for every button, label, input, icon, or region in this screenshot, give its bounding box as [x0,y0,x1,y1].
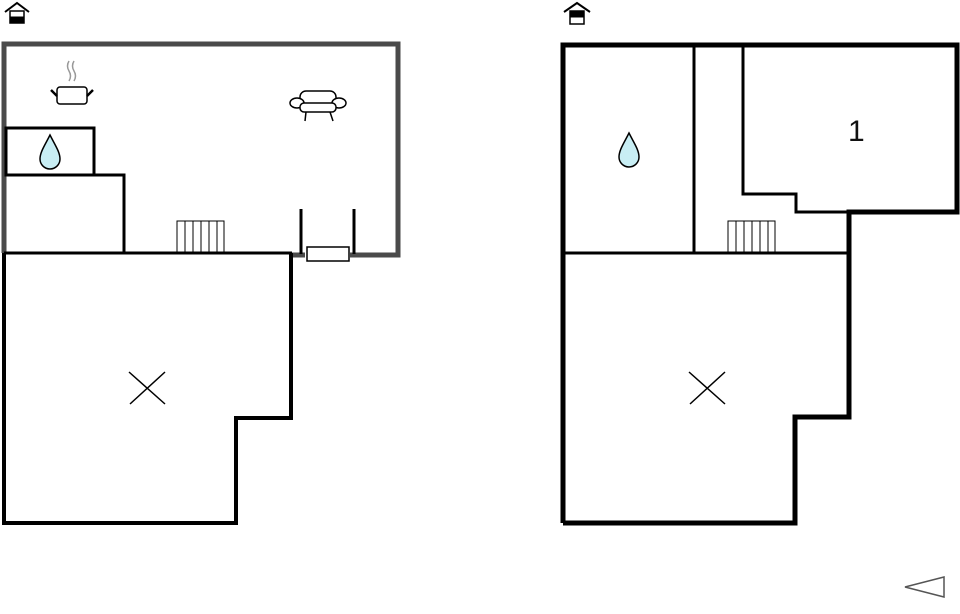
utility-walls [6,173,126,253]
cooking-pot-icon [50,60,94,105]
water-drop-icon [39,133,61,170]
lower-room-walls [2,253,293,525]
bedroom-1-walls [741,45,849,214]
first-floor-plan: 1 [560,1,960,526]
x-mark-icon [128,371,166,405]
ground-floor-plan [1,1,401,525]
outer-wall [560,42,960,526]
house-ground-floor-icon [4,1,30,24]
x-mark-icon [688,371,726,405]
water-drop-icon [618,131,640,168]
outer-wall-grey [1,41,401,258]
staircase-icon [727,220,776,253]
room-label-bedroom-1: 1 [848,115,865,148]
house-upper-floor-icon [563,1,591,25]
staircase-icon [176,220,225,253]
sofa-icon [289,90,347,122]
direction-arrow-icon [904,576,945,598]
entrance-door [306,246,350,262]
